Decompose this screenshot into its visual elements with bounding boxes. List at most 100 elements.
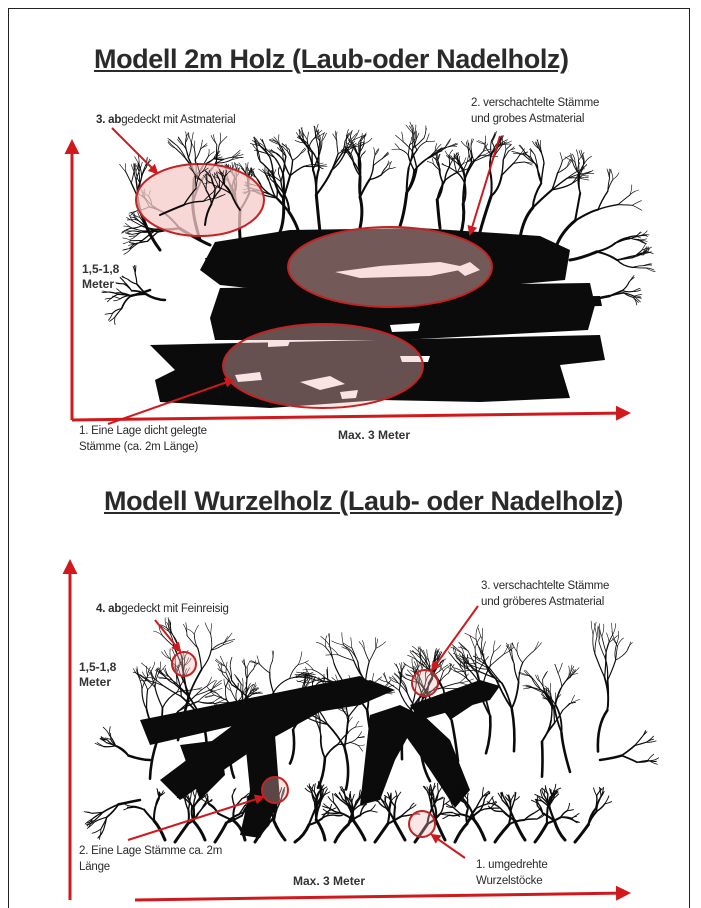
branch-twig (295, 825, 309, 842)
width-arrow-model1 (72, 413, 628, 420)
branch-twig (154, 807, 156, 821)
branch-twig (442, 683, 460, 688)
branch-twig (316, 171, 331, 195)
branch-twig (194, 149, 195, 161)
branch-twig (608, 660, 616, 680)
branch-twig (274, 821, 285, 840)
branch-twig (364, 138, 372, 144)
branch-twig (103, 727, 109, 734)
branch-twig (426, 134, 429, 142)
branch-twig (328, 724, 345, 747)
annotation-1-model1-line2: Stämme (ca. 2m Länge) (79, 439, 207, 455)
branch-twig (515, 821, 525, 841)
branch-twig (343, 645, 353, 661)
annotation-2-model2: 2. Eine Lage Stämme ca. 2m Länge (79, 843, 222, 875)
branch-twig (613, 639, 618, 647)
branch-twig (459, 643, 468, 651)
branch-twig (146, 294, 165, 300)
branch-twig (417, 142, 426, 151)
branch-twig (224, 679, 226, 687)
branch-twig (332, 641, 344, 645)
annotation-3-model2-line1: 3. verschachtelte Stämme (481, 578, 609, 594)
branch-twig (376, 642, 386, 649)
branch-twig (350, 738, 358, 743)
height-label-model1-line2: Meter (82, 277, 119, 292)
branch-twig (494, 645, 501, 652)
branch-twig (394, 663, 400, 674)
branch-twig (530, 150, 531, 157)
branch-twig (211, 634, 212, 650)
branch-twig (526, 670, 532, 678)
branch-twig (554, 821, 565, 840)
branch-twig (486, 716, 490, 753)
branch-twig (622, 756, 637, 763)
branch-twig (131, 172, 134, 183)
branch-twig (230, 657, 232, 667)
branch-twig (598, 205, 618, 210)
branch-twig (634, 295, 641, 297)
branch-twig (212, 683, 222, 689)
branch-twig (504, 647, 514, 654)
branch-twig (562, 733, 571, 772)
branch-twig (569, 666, 570, 677)
branch-twig (438, 783, 439, 792)
branch-twig (338, 742, 350, 744)
branch-twig (467, 793, 468, 799)
branch-twig (496, 678, 512, 708)
annotation-3-model2-line2: und gröberes Astmaterial (481, 594, 609, 610)
branch-twig (556, 687, 562, 705)
branch-twig (613, 624, 616, 636)
branch-twig (211, 688, 222, 692)
branch-twig (598, 710, 607, 751)
branch-twig (130, 226, 142, 229)
branch-twig (640, 236, 648, 237)
annotation-3-model2: 3. verschachtelte Stämme und gröberes As… (481, 578, 609, 610)
branch-twig (595, 654, 605, 678)
branch-twig (170, 139, 178, 146)
branch-twig (104, 746, 116, 747)
branch-twig (555, 664, 558, 673)
branch-twig (611, 170, 613, 180)
branch-twig (187, 636, 198, 649)
branch-twig (232, 681, 246, 696)
branch-twig (198, 805, 205, 814)
branch-twig (122, 228, 129, 232)
annotation-4-model2-num: 4. ab (96, 603, 121, 615)
branch-twig (441, 814, 450, 815)
branch-twig (366, 662, 370, 681)
branch-twig (633, 267, 646, 268)
branch-twig (333, 794, 334, 803)
annotation-4-model2-text: gedeckt mit Feinreisig (121, 603, 228, 615)
branch-twig (597, 626, 598, 637)
branch-twig (385, 797, 386, 803)
branch-twig (332, 155, 345, 171)
branch-twig (495, 825, 509, 842)
branch-twig (606, 633, 609, 643)
branch-twig (568, 810, 574, 811)
branch-twig (270, 673, 274, 693)
branch-twig (412, 658, 413, 669)
branch-twig (400, 193, 407, 226)
branch-twig (514, 664, 518, 682)
branch-twig (352, 794, 354, 801)
branch-twig (568, 803, 570, 810)
branch-twig (512, 643, 517, 651)
branch-twig (563, 703, 570, 710)
branch-twig (599, 641, 605, 658)
branch-twig (440, 169, 443, 182)
branch-twig (120, 278, 125, 283)
branch-twig (560, 153, 562, 161)
branch-twig (188, 143, 191, 158)
branch-twig (325, 744, 338, 758)
branch-twig (561, 677, 569, 689)
branch-twig (170, 649, 171, 659)
branch-twig (314, 784, 315, 792)
annotation-3-model1-num: 3. ab (96, 114, 121, 126)
branch-twig (595, 637, 597, 654)
branch-twig (610, 169, 612, 178)
branch-twig (513, 162, 524, 163)
branch-twig (155, 688, 162, 708)
branch-twig (211, 624, 212, 635)
branch-twig (575, 825, 588, 842)
